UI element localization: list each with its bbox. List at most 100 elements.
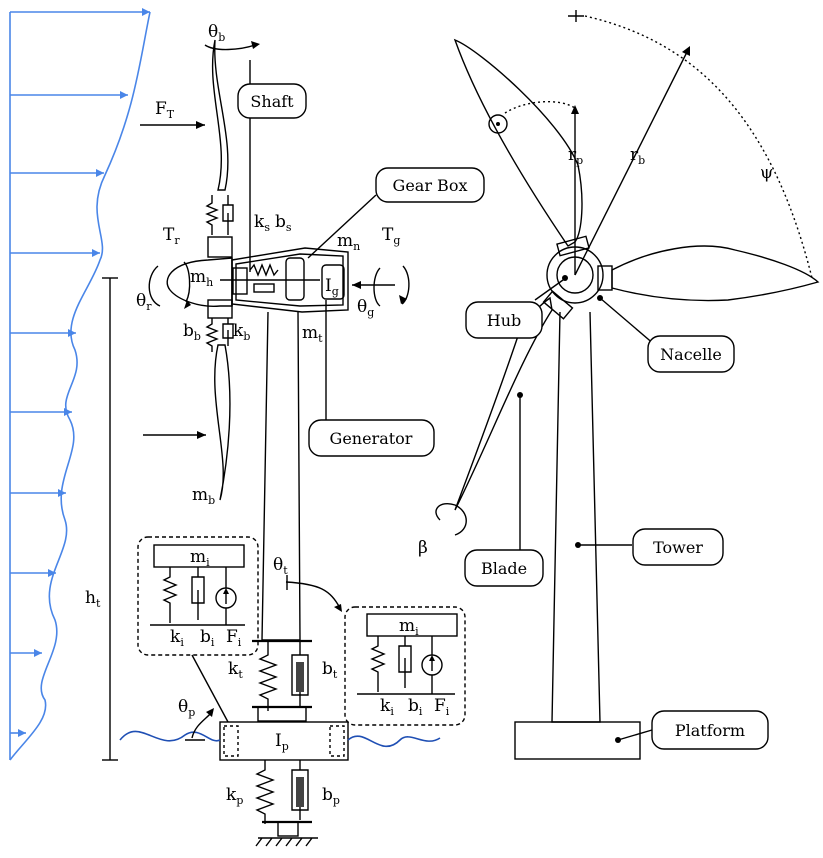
upper-blade-damper: [222, 195, 234, 235]
generator-torque-arc-back: [373, 267, 381, 307]
generator-torque-arc-front: [401, 265, 410, 305]
upper-blade: [211, 39, 229, 191]
generator-body: [321, 264, 345, 300]
label-r-p: rp: [568, 145, 583, 167]
rotor-torque-arc-front: [183, 261, 191, 303]
wind-arrows: [10, 8, 150, 737]
label-b-b: bb: [183, 321, 201, 343]
callout-hub: Hub: [465, 301, 543, 339]
platform-body: [219, 721, 349, 761]
shaft-damper: [253, 283, 275, 293]
symbol-labels: θb FT Tr θr ks bs mn Tg mh Ig θg bb kb m…: [85, 22, 773, 807]
left-detail-leader: [191, 654, 229, 723]
lower-blade-spring: [205, 318, 219, 352]
label-k-b: kb: [233, 321, 250, 343]
theta-b-arc: [204, 44, 256, 51]
label-theta-b: θb: [208, 22, 225, 44]
tower-spring: [258, 641, 278, 711]
label-m-h: mh: [190, 267, 213, 289]
right-detail-damper: [398, 636, 412, 688]
label-T-g: Tg: [382, 225, 400, 247]
label-k-p: kp: [226, 785, 243, 807]
label-F-i-left: Fi: [226, 627, 242, 649]
label-k-i-left: ki: [170, 627, 184, 649]
label-m-i-right: mi: [399, 616, 419, 638]
callout-platform: Platform: [651, 710, 769, 750]
label-m-t: mt: [302, 323, 323, 345]
callout-gear-box-label: Gear Box: [393, 176, 468, 195]
left-platform: [119, 654, 441, 847]
label-k-i-right: ki: [380, 696, 394, 718]
callout-tower-label: Tower: [653, 538, 703, 557]
callout-tower: Tower: [632, 528, 724, 566]
upper-blade-root: [207, 236, 233, 258]
psi-arc: [584, 15, 813, 279]
right-upper-blade: [453, 38, 583, 247]
platform-spring: [255, 760, 275, 824]
lower-blade-damper: [222, 318, 234, 346]
callout-shaft-label: Shaft: [250, 92, 294, 111]
shaft-spring: [249, 263, 279, 277]
nacelle-inner: [235, 253, 344, 307]
label-F-i-right: Fi: [434, 696, 450, 718]
callout-hub-label: Hub: [487, 311, 522, 330]
callout-gear-box: Gear Box: [307, 167, 485, 259]
label-k-s: ks: [254, 212, 270, 234]
callout-blade: Blade: [464, 549, 544, 587]
theta-t-arc: [285, 581, 341, 609]
right-tower-body: [551, 311, 601, 723]
left-blades: [140, 39, 260, 501]
label-F-T: FT: [155, 99, 175, 121]
label-r-b: rb: [630, 145, 645, 167]
wave-right: [347, 735, 441, 748]
label-k-t: kt: [228, 659, 243, 681]
label-m-n: mn: [337, 231, 360, 253]
right-detail-spring: [370, 636, 386, 692]
callout-shaft: Shaft: [237, 83, 307, 119]
label-theta-r: θr: [136, 291, 152, 313]
label-I-g: Ig: [325, 276, 339, 298]
r-b-line: [574, 49, 689, 276]
label-psi: ψ: [760, 163, 773, 183]
blade-pitch-marker: [488, 114, 508, 134]
wave-left: [119, 730, 221, 742]
callout-generator: Generator: [308, 419, 435, 457]
ground-hatch: [255, 837, 318, 847]
label-h-t: ht: [85, 588, 101, 610]
rotor-torque-arc-back: [148, 265, 161, 307]
label-b-s: bs: [275, 212, 292, 234]
label-T-r: Tr: [163, 225, 180, 247]
hub-nose: [166, 257, 233, 307]
left-tower: [102, 277, 342, 761]
label-b-p: bp: [322, 785, 340, 807]
label-b-i-left: bi: [200, 627, 215, 649]
label-theta-g: θg: [357, 297, 374, 319]
wind-profile-curve: [9, 11, 151, 761]
left-detail-damper: [191, 567, 205, 620]
mooring-detail-right: [344, 606, 466, 726]
label-b-t: bt: [322, 659, 338, 681]
callout-platform-label: Platform: [675, 721, 745, 740]
label-b-i-right: bi: [408, 696, 423, 718]
right-turbine: [435, 10, 820, 760]
shaft-flange: [232, 267, 248, 295]
label-m-b: mb: [192, 485, 215, 507]
right-right-blade: [611, 245, 820, 302]
gear-box-body: [285, 257, 305, 301]
beta-arc: [435, 503, 467, 536]
lower-blade-root: [207, 299, 233, 319]
callout-blade-label: Blade: [481, 559, 527, 578]
right-platform-body: [514, 721, 641, 760]
label-I-p: Ip: [275, 731, 289, 753]
upper-blade-spring: [205, 195, 219, 235]
callout-nacelle-label: Nacelle: [660, 345, 722, 364]
tower-body: [261, 311, 301, 641]
callout-generator-label: Generator: [330, 429, 413, 448]
left-detail-spring: [162, 567, 178, 623]
callout-nacelle: Nacelle: [647, 335, 735, 373]
nacelle-housing: [231, 247, 349, 313]
label-theta-t: θt: [273, 555, 288, 577]
label-theta-p: θp: [178, 697, 195, 719]
